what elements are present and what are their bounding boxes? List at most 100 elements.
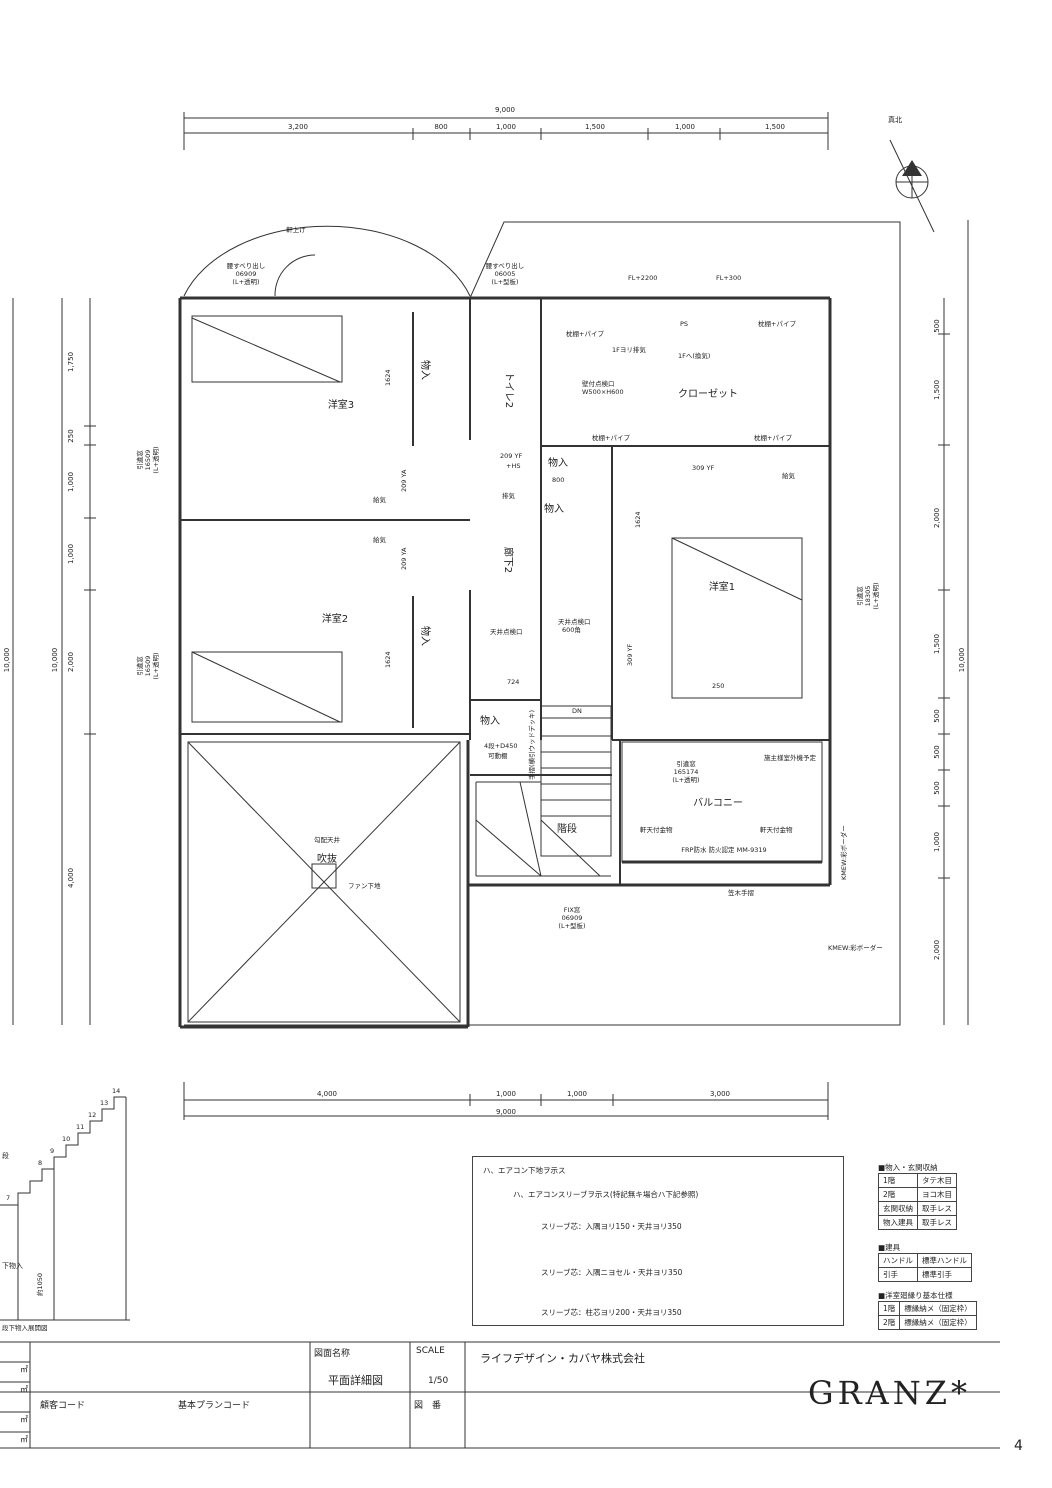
dim-right-8: 1,000: [933, 832, 941, 852]
hs-note: +HS: [506, 462, 520, 470]
dim-left-4: 1,000: [67, 544, 75, 564]
spec-fittings-title: ■建具: [878, 1243, 901, 1252]
eave-fitting-left: 軒天付金物: [640, 825, 673, 834]
dim-right-1: 500: [933, 319, 941, 332]
north-label: 真北: [888, 115, 902, 124]
scale-label: SCALE: [416, 1346, 445, 1356]
vent-down-note: 1Fへ(換気): [678, 351, 710, 360]
window-wc-glass: (L+型板): [491, 277, 518, 286]
scale-value: 1/50: [428, 1376, 449, 1386]
stair-step-11: 11: [76, 1123, 84, 1131]
dim-right-3: 2,000: [933, 508, 941, 528]
spec-fittings-table: ハンドル標準ハンドル 引手標準引手: [878, 1253, 972, 1282]
dim-bottom-1: 4,000: [317, 1090, 337, 1098]
yf-209-note: 209 YF: [500, 452, 522, 460]
stair-under-label: 下物入: [2, 1261, 23, 1270]
sliding-right-code: 18305: [864, 586, 872, 607]
unit-4: ㎡: [20, 1435, 28, 1444]
window-top-note: 腰すべり出し: [227, 261, 266, 270]
unit-1: ㎡: [20, 1365, 28, 1374]
shelf-pipe-2: 枕棚+パイプ: [758, 319, 796, 328]
room-1-label: 洋室1: [709, 580, 735, 593]
dim-left-6: 4,000: [67, 868, 75, 888]
sliding-left-note: 引違窓: [135, 450, 144, 470]
window-top-code: 06909: [236, 270, 257, 278]
unit-2: ㎡: [20, 1385, 28, 1394]
dim-left-3: 1,000: [67, 472, 75, 492]
kmew-note: KMEW:彩ボーダー: [828, 943, 883, 952]
kmew-note-2: KMEW:彩ボーダー: [839, 825, 848, 880]
storage-3-label: 物入: [548, 456, 568, 469]
spec-storage: ■物入・玄関収納 1階タテ木目 2階ヨコ木目 玄関収納取手レス 物入建具取手レス: [878, 1162, 957, 1230]
legend-box: ハ、エアコン下地ヲ示ス ハ、エアコンスリーブヲ示ス(特記無キ場合ハ下記参照) ス…: [472, 1156, 844, 1326]
storage-1-label: 物入: [419, 360, 432, 380]
dim-top-5: 1,000: [675, 123, 695, 131]
hall-label: 廊下2: [502, 547, 515, 573]
dim-right-total: 10,000: [958, 648, 966, 673]
storage-shelf-note: 4段+D450: [484, 741, 518, 750]
dim-right-4: 1,500: [933, 634, 941, 654]
plan-code-label: 基本プランコード: [178, 1401, 251, 1411]
storage-shelf2-note: 可動棚: [488, 751, 508, 760]
attic-note-2: 天井点検口: [558, 617, 591, 626]
ya-209-note-2: 209 YA: [400, 547, 408, 570]
dim-left-total: 10,000: [51, 648, 59, 673]
drawing-name: 平面詳細図: [328, 1374, 383, 1387]
storage-5-label: 物入: [480, 714, 500, 727]
vent-size-note: W500×H600: [582, 388, 624, 396]
vent-1f-note: 1Fヨリ排気: [612, 345, 646, 354]
window-top-glass: (L+透明): [232, 278, 259, 286]
dn-note: DN: [572, 707, 582, 715]
dim-top-1: 3,200: [288, 123, 308, 131]
spec-storage-title: ■物入・玄関収納: [878, 1163, 938, 1172]
dim-left-outer: 10,000: [3, 648, 11, 673]
stair-step-9: 9: [50, 1147, 54, 1155]
void-label: 吹抜: [317, 852, 337, 865]
drawing-no-label: 図 番: [414, 1401, 442, 1411]
num-800: 800: [552, 476, 564, 484]
spec-fittings: ■建具 ハンドル標準ハンドル 引手標準引手: [878, 1242, 972, 1282]
num-1624-1: 1624: [384, 369, 392, 386]
dim-top-2: 800: [434, 123, 447, 131]
dim-right-2: 1,500: [933, 380, 941, 400]
room-2-label: 洋室2: [322, 612, 348, 625]
storage-2-label: 物入: [419, 626, 432, 646]
exhaust-note: 排気: [502, 491, 516, 500]
spec-storage-table: 1階タテ木目 2階ヨコ木目 玄関収納取手レス 物入建具取手レス: [878, 1173, 957, 1230]
dim-left-2: 250: [67, 429, 75, 442]
eave-fitting-right: 軒天付金物: [760, 825, 793, 834]
legend-row-5: スリーブ芯：柱芯ヨリ200・天井ヨリ350: [541, 1308, 682, 1317]
window-wc-note: 腰すべり出し: [486, 261, 525, 270]
balcony-window-glass: (L+透明): [672, 776, 699, 784]
ps-note: PS: [680, 320, 688, 328]
dim-top-4: 1,500: [585, 123, 605, 131]
room-3-label: 洋室3: [328, 398, 354, 411]
balcony-window-note: 引違窓: [676, 759, 696, 768]
dim-bottom-total: 9,000: [496, 1108, 516, 1116]
frp-note: FRP防水 防火認定 MM-9319: [681, 845, 766, 854]
dim-bottom-4: 3,000: [710, 1090, 730, 1098]
dim-top-6: 1,500: [765, 123, 785, 131]
drawing-name-label: 図面名称: [314, 1349, 351, 1359]
num-1624-3: 1624: [634, 511, 642, 528]
vent-note-2: 給気: [373, 535, 387, 544]
dim-left-1: 1,750: [67, 352, 75, 372]
sliding-left-glass: (L+透明): [152, 446, 160, 473]
fix-window-note: FIX窓: [564, 905, 581, 914]
window-wc-code: 06005: [495, 270, 516, 278]
stair-step-14: 14: [112, 1087, 120, 1095]
unit-3: ㎡: [20, 1415, 28, 1424]
dim-top-total: 9,000: [495, 106, 515, 114]
stair-step-12: 12: [88, 1111, 96, 1119]
yf-309-note-1: 309 YF: [692, 464, 714, 472]
balcony-label: バルコニー: [693, 797, 743, 809]
vent-opening-note: 壁付点検口: [582, 379, 615, 388]
dim-left-5: 2,000: [67, 652, 75, 672]
sliding-right-note: 引違窓: [855, 586, 864, 606]
ya-209-note-1: 209 YA: [400, 469, 408, 492]
stair-caption: 段下物入展開図: [2, 1323, 48, 1332]
dim-right-9: 2,000: [933, 940, 941, 960]
sliding-left2-note: 引違窓: [135, 656, 144, 676]
sliding-left2-glass: (L+透明): [152, 652, 160, 679]
